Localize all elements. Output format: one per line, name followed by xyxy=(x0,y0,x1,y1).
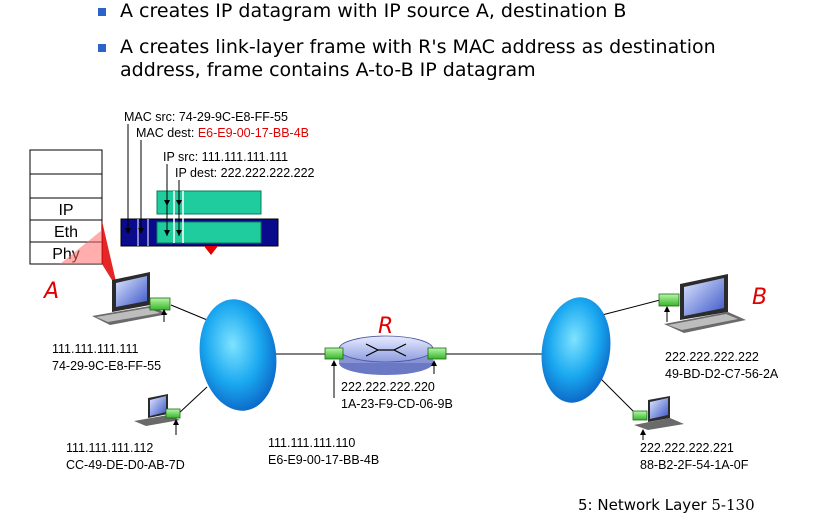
arrow-icon xyxy=(164,200,170,206)
stack-eth-label: Eth xyxy=(54,224,78,241)
host-b2-computer xyxy=(632,396,684,430)
router-label: R xyxy=(378,314,393,339)
arrow-icon xyxy=(138,228,144,234)
mac-dest-value: E6-E9-00-17-BB-4B xyxy=(198,126,309,140)
arrow-icon xyxy=(664,306,670,312)
stack-empty-layer xyxy=(29,173,103,199)
router-right-mac: 1A-23-F9-CD-06-9B xyxy=(341,397,453,411)
host-b-computer xyxy=(658,274,746,333)
mac-src-label: MAC src: 74-29-9C-E8-FF-55 xyxy=(124,110,288,124)
host-a2-computer xyxy=(134,394,181,426)
host-a-label: A xyxy=(42,279,59,304)
zoom-wedge-shadow xyxy=(60,230,102,264)
arrow-icon xyxy=(125,228,131,234)
router-right-ip: 222.222.222.220 xyxy=(341,380,435,394)
arrow-icon xyxy=(161,309,167,315)
slide-footer: 5: Network Layer 5-130 xyxy=(578,496,755,514)
host-b-label: B xyxy=(752,285,767,310)
host-a2-nic xyxy=(165,408,181,419)
arrow-icon xyxy=(176,200,182,206)
ip-dest-label: IP dest: 222.222.222.222 xyxy=(175,166,315,180)
bullet-text-1: A creates IP datagram with IP source A, … xyxy=(120,0,627,22)
arrow-icon xyxy=(176,230,182,236)
bullet-item-2: A creates link-layer frame with R's MAC … xyxy=(98,36,800,82)
subnet-cloud-left xyxy=(199,299,277,411)
header-annotations: MAC src: 74-29-9C-E8-FF-55 MAC dest: E6-… xyxy=(124,110,315,236)
router-left-nic xyxy=(324,347,344,360)
host-a2-ip: 111.111.111.112 xyxy=(66,441,153,455)
arrow-icon xyxy=(164,230,170,236)
bullet-text-2: A creates link-layer frame with R's MAC … xyxy=(120,36,716,81)
zoom-wedge xyxy=(102,221,118,290)
ip-datagram xyxy=(156,190,262,215)
arrow-icon xyxy=(173,419,179,425)
arrow-icon xyxy=(640,429,646,435)
mac-dest-label: MAC dest: E6-E9-00-17-BB-4B xyxy=(136,126,309,140)
host-a-mac: 74-29-9C-E8-FF-55 xyxy=(52,359,161,373)
ip-src-label: IP src: 111.111.111.111 xyxy=(163,150,288,164)
router-icon xyxy=(324,335,447,375)
host-a-ip: 111.111.111.111 xyxy=(52,342,138,356)
stack-ip-label: IP xyxy=(58,202,73,219)
bullet-square-icon xyxy=(98,44,106,52)
host-b2-mac: 88-B2-2F-54-1A-0F xyxy=(640,458,749,472)
host-a-nic xyxy=(149,297,171,311)
encapsulation-arrow-icon xyxy=(204,246,218,255)
host-b-mac: 49-BD-D2-C7-56-2A xyxy=(665,367,779,381)
arrow-icon xyxy=(331,360,337,366)
network-links xyxy=(170,299,661,415)
arrow-icon xyxy=(431,360,437,366)
footer-chapter: 5: Network Layer xyxy=(578,496,707,514)
host-b2-ip: 222.222.222.221 xyxy=(640,441,734,455)
host-b-ip: 222.222.222.222 xyxy=(665,350,759,364)
host-b2-nic xyxy=(632,410,648,421)
router-left-mac: E6-E9-00-17-BB-4B xyxy=(268,453,379,467)
stack-empty-layer xyxy=(29,149,103,175)
frame-payload-datagram xyxy=(156,221,262,244)
host-a2-mac: CC-49-DE-D0-AB-7D xyxy=(66,458,185,472)
host-a-computer xyxy=(92,272,171,325)
router-left-ip: 111.111.111.110 xyxy=(268,436,355,450)
bullet-item-1: A creates IP datagram with IP source A, … xyxy=(98,0,627,23)
mac-dest-prefix: MAC dest: xyxy=(136,126,198,140)
host-b-nic xyxy=(658,293,680,307)
subnet-cloud-right xyxy=(541,297,611,403)
bullet-square-icon xyxy=(98,8,106,16)
router-right-nic xyxy=(427,347,447,360)
footer-page: 5-130 xyxy=(711,496,755,514)
